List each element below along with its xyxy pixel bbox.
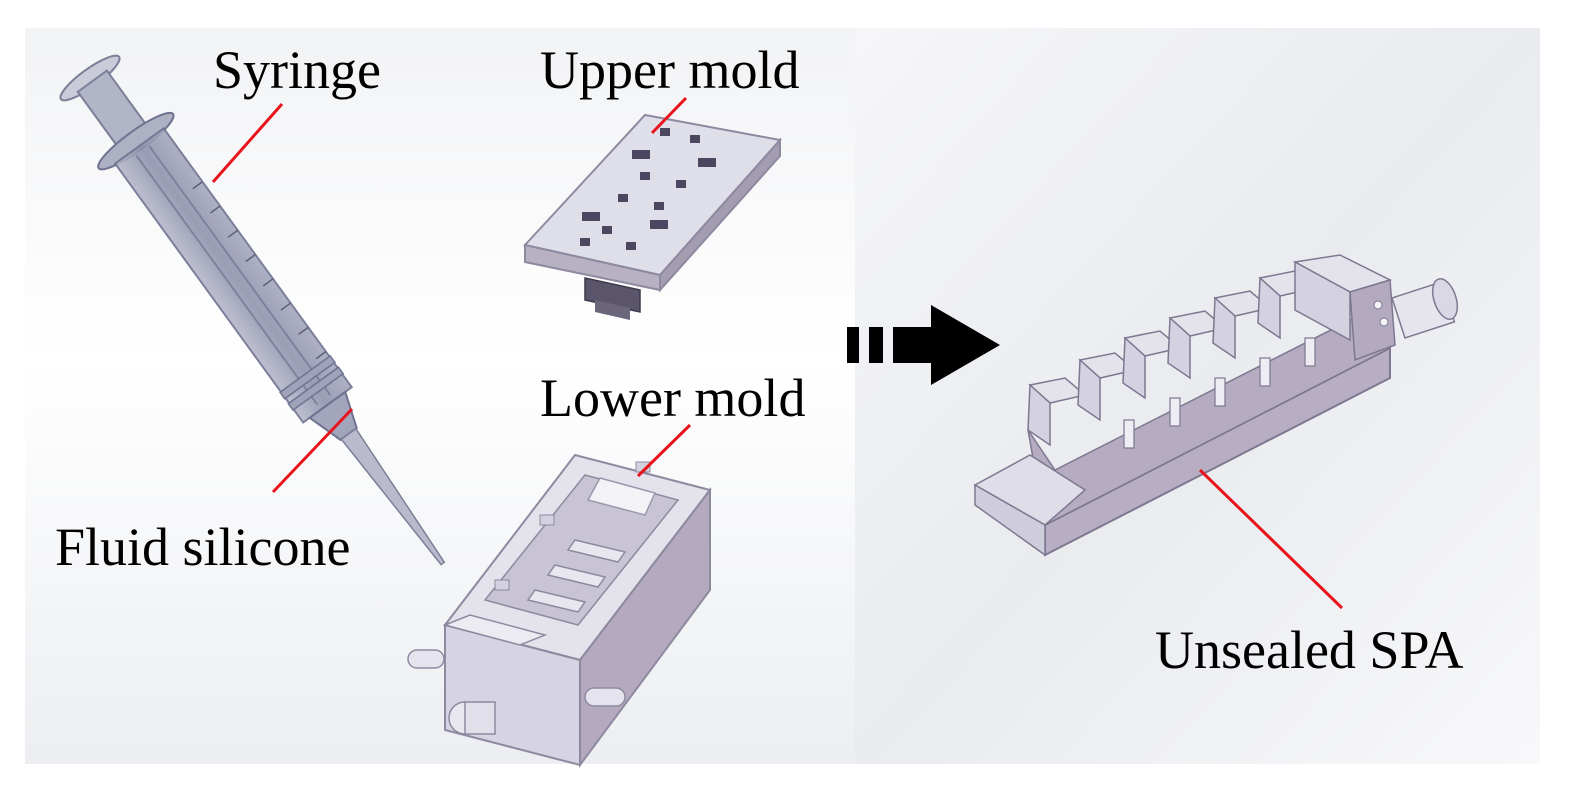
lower-mold-leader-line	[636, 423, 692, 478]
syringe-leader-line	[211, 103, 284, 183]
unsealed-spa-leader-line	[1198, 468, 1344, 610]
upper-mold-leader-line	[650, 96, 688, 135]
syringe-illustration	[59, 54, 446, 566]
lower-mold-illustration	[407, 453, 712, 769]
leader-lines	[211, 96, 1344, 610]
fluid-silicone-leader-line	[271, 407, 354, 494]
label-upper-mold: Upper mold	[540, 40, 799, 100]
label-lower-mold: Lower mold	[540, 368, 805, 428]
right-panel-background	[855, 28, 1540, 764]
label-unsealed-spa: Unsealed SPA	[1155, 620, 1464, 680]
upper-mold-illustration	[523, 113, 782, 320]
label-fluid-silicone: Fluid silicone	[55, 517, 351, 577]
process-arrow-icon	[847, 305, 1000, 385]
unsealed-spa-illustration	[973, 254, 1459, 557]
label-syringe: Syringe	[213, 40, 381, 100]
